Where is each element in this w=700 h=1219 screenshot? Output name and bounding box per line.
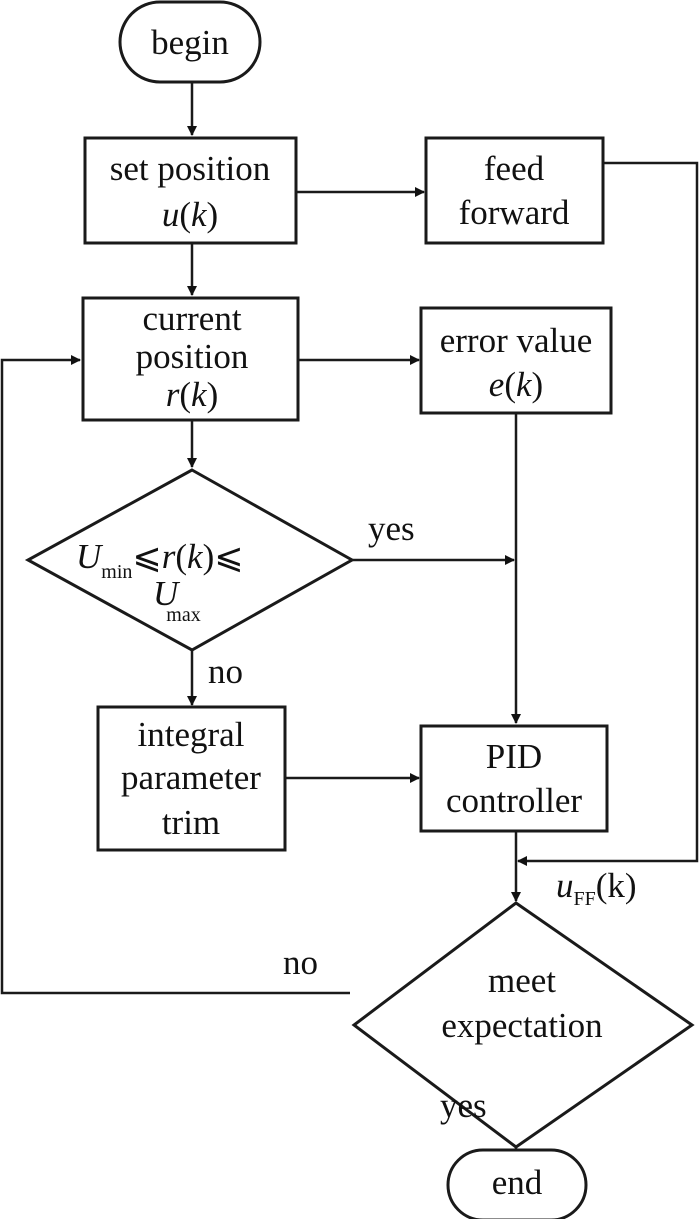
pid-controller-line2: controller [446, 781, 582, 820]
node-current-position: current position r(k) [81, 296, 300, 422]
node-integral-trim: integral parameter trim [96, 705, 287, 852]
current-position-line1: current [142, 299, 241, 338]
process-shape [419, 724, 609, 833]
node-meet-expectation: meet expectation [351, 901, 695, 1149]
feed-forward-line2: forward [459, 193, 570, 232]
process-shape [96, 705, 287, 852]
decision-shape [351, 901, 695, 1149]
feedforward-signal-label: uFF(k) [556, 866, 637, 910]
process-shape [419, 306, 613, 415]
node-begin: begin [118, 0, 262, 84]
meet-no-label: no [283, 943, 318, 982]
node-error-value: error value e(k) [419, 306, 613, 415]
error-value-label: error value [440, 321, 593, 360]
integral-trim-line3: trim [162, 803, 220, 842]
end-label: end [492, 1163, 543, 1202]
terminator-shape [446, 1148, 588, 1219]
process-shape [81, 296, 300, 422]
pid-controller-line1: PID [486, 737, 542, 776]
meet-yes-label: yes [440, 1086, 487, 1125]
process-shape [83, 136, 298, 245]
integral-trim-line2: parameter [121, 758, 261, 797]
set-position-variable: u(k) [162, 195, 218, 234]
process-shape [424, 136, 605, 245]
node-feed-forward: feed forward [424, 136, 605, 245]
meet-expectation-line2: expectation [441, 1006, 602, 1045]
edge-feed-forward-to-junction [517, 161, 699, 866]
current-position-line2: position [136, 337, 249, 376]
edge-meet-no-loop [0, 355, 350, 995]
error-value-variable: e(k) [489, 365, 543, 404]
current-position-variable: r(k) [166, 375, 218, 414]
meet-expectation-line1: meet [488, 961, 556, 1000]
node-set-position: set position u(k) [83, 136, 298, 245]
node-pid-controller: PID controller [419, 724, 609, 833]
feed-forward-line1: feed [484, 149, 545, 188]
integral-trim-line1: integral [138, 715, 245, 754]
set-position-label: set position [110, 149, 270, 188]
node-end: end [446, 1148, 588, 1219]
terminator-shape [118, 0, 262, 84]
range-check-condition: Umin⩽r(k)⩽ [76, 537, 244, 583]
begin-label: begin [151, 23, 229, 62]
decision-shape [24, 468, 356, 652]
range-no-label: no [208, 652, 243, 691]
range-yes-label: yes [368, 509, 415, 548]
